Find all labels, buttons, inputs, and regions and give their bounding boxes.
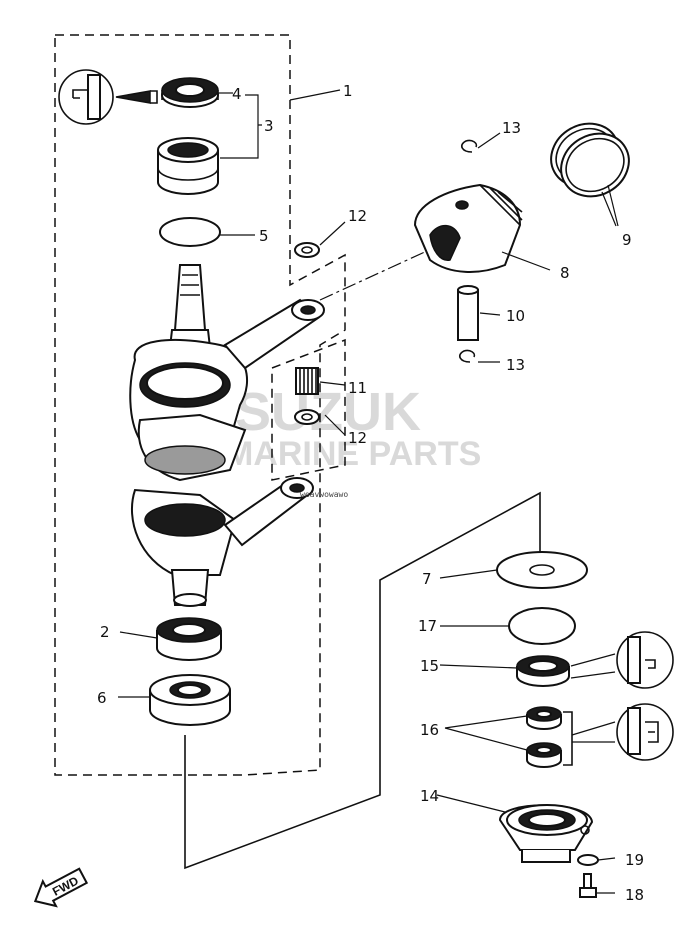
callout-13-lower: 13 bbox=[506, 356, 525, 374]
crankshaft bbox=[129, 264, 249, 607]
callout-15: 15 bbox=[420, 657, 439, 675]
connecting-rod-lower bbox=[223, 477, 314, 547]
main-bearing-top bbox=[157, 137, 219, 195]
callout-1: 1 bbox=[343, 82, 353, 100]
oil-seal-housing bbox=[516, 653, 616, 687]
callout-11: 11 bbox=[348, 379, 367, 397]
callout-4: 4 bbox=[232, 85, 242, 103]
washer-small bbox=[577, 854, 599, 866]
leader-lines bbox=[118, 89, 619, 894]
connecting-rod-upper bbox=[223, 298, 325, 370]
group-bracket bbox=[184, 491, 541, 870]
ball-bearing-lower bbox=[149, 674, 231, 726]
callout-9: 9 bbox=[622, 231, 632, 249]
callout-12-upper: 12 bbox=[348, 207, 367, 225]
piston-rings bbox=[550, 122, 630, 198]
callout-7: 7 bbox=[422, 570, 432, 588]
piston bbox=[413, 183, 523, 273]
watermark: SUZUK MARINE PARTS bbox=[225, 382, 481, 473]
callout-5: 5 bbox=[259, 227, 269, 245]
assembly-outline bbox=[54, 34, 346, 776]
callout-2: 2 bbox=[100, 623, 110, 641]
needle-bearing bbox=[295, 367, 319, 395]
callout-labels: 1 2 3 4 5 6 7 8 9 10 11 12 12 13 13 14 1… bbox=[97, 82, 644, 904]
small-oil-seals bbox=[526, 706, 616, 768]
thrust-washer-upper bbox=[294, 242, 320, 258]
callout-14: 14 bbox=[420, 787, 439, 805]
washer-plate bbox=[496, 551, 588, 589]
callout-18: 18 bbox=[625, 886, 644, 904]
callout-19: 19 bbox=[625, 851, 644, 869]
lower-bearing-housing bbox=[498, 804, 594, 863]
seal-section-detail-top bbox=[58, 69, 158, 125]
callout-6: 6 bbox=[97, 689, 107, 707]
stamp-text: weavwowawo bbox=[300, 490, 348, 499]
seal-section-detail-lower bbox=[616, 703, 674, 761]
watermark-line2: MARINE PARTS bbox=[225, 435, 481, 473]
oil-seal-lower bbox=[156, 617, 222, 661]
o-ring bbox=[159, 217, 221, 247]
callout-13-upper: 13 bbox=[502, 119, 521, 137]
oil-seal-top bbox=[161, 77, 219, 108]
piston-pin bbox=[457, 285, 479, 341]
circlip-lower bbox=[458, 349, 476, 363]
callout-17: 17 bbox=[418, 617, 437, 635]
callout-12-lower: 12 bbox=[348, 429, 367, 447]
callout-3: 3 bbox=[264, 117, 274, 135]
o-ring-lower bbox=[508, 607, 576, 645]
alignment-line bbox=[319, 244, 441, 301]
circlip-upper bbox=[460, 139, 478, 153]
thrust-washer-lower bbox=[294, 409, 320, 425]
callout-16: 16 bbox=[420, 721, 439, 739]
callout-10: 10 bbox=[506, 307, 525, 325]
seal-section-detail-middle bbox=[616, 631, 674, 689]
fwd-arrow-icon: FWD bbox=[33, 867, 89, 908]
bolt bbox=[579, 873, 597, 898]
watermark-line1: SUZUK bbox=[235, 382, 421, 442]
callout-8: 8 bbox=[560, 264, 570, 282]
